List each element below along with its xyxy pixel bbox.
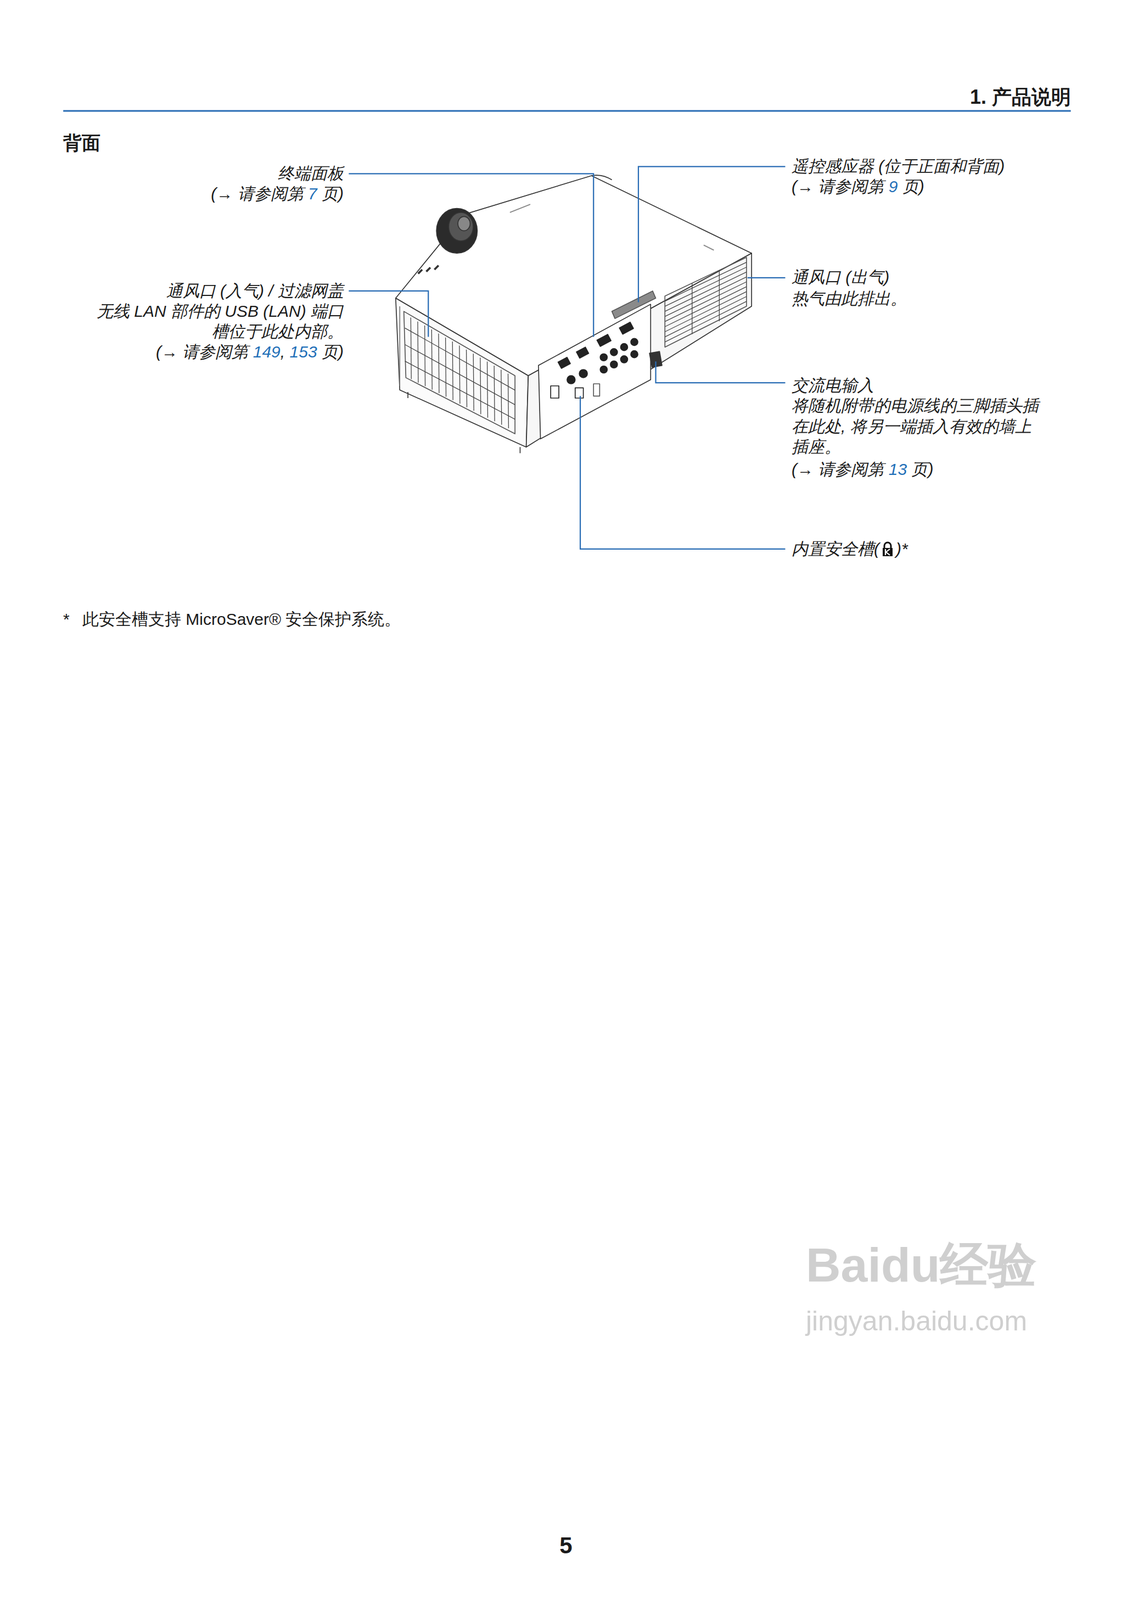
- vent-slat: [719, 270, 720, 322]
- text-row: 将随机附带的电源线的三脚插头插: [791, 395, 1039, 416]
- label-text: 通风口 (出气): [791, 267, 890, 288]
- text-row: 背面: [63, 131, 101, 155]
- vent-slat: [664, 266, 747, 306]
- text-row: 内置安全槽( )*: [791, 539, 908, 559]
- text-row: 在此处, 将另一端插入有效的墙上: [791, 416, 1032, 437]
- header-rule: [63, 110, 1071, 112]
- label-text: 在此处, 将另一端插入有效的墙上: [791, 416, 1032, 437]
- text-row: (→ 请参阅第7页): [210, 183, 344, 204]
- text-row: 1. 产品说明: [969, 85, 1071, 109]
- text-row: 槽位于此处内部。: [211, 321, 344, 342]
- label-text: 页): [911, 459, 934, 480]
- label-text: 此安全槽支持 MicroSaver® 安全保护系统。: [82, 609, 401, 630]
- text-row: 通风口 (出气): [791, 267, 890, 288]
- vent-slat: [664, 291, 747, 332]
- text-row: jingyan.baidu.com: [805, 1304, 1028, 1338]
- lock-icon: [881, 541, 894, 557]
- label-text: 终端面板: [277, 163, 344, 184]
- vent-slat: [664, 262, 747, 302]
- label-text: 通风口 (入气) / 过滤网盖: [166, 281, 344, 301]
- label-text: (→ 请参阅第: [791, 459, 884, 480]
- label-text: 槽位于此处内部。: [211, 321, 344, 342]
- label-text: 将随机附带的电源线的三脚插头插: [791, 395, 1039, 416]
- text-row: 热气由此排出。: [791, 288, 907, 309]
- text-row: *: [63, 609, 70, 630]
- text-row: Baidu经验: [805, 1235, 1037, 1294]
- label-text: ,: [280, 341, 285, 362]
- text-row: 交流电输入: [791, 375, 874, 396]
- label-text: Baidu经验: [805, 1235, 1037, 1294]
- label-text: 页): [321, 341, 344, 362]
- label-text: 页): [321, 183, 344, 204]
- text-row: 遥控感应器 (位于正面和背面): [791, 156, 1005, 177]
- text-row: (→ 请参阅第13页): [791, 459, 934, 480]
- label-text: 无线 LAN 部件的 USB (LAN) 端口: [96, 301, 344, 322]
- page-reference: 7: [307, 183, 318, 204]
- label-text: 背面: [63, 131, 101, 155]
- label-text: 插座。: [791, 436, 841, 457]
- page-reference: 149: [253, 341, 281, 362]
- vent-slat: [664, 281, 747, 322]
- label-text: 内置安全槽(: [791, 539, 880, 559]
- label-text: (→ 请参阅第: [791, 176, 884, 197]
- vent-slat: [664, 301, 747, 342]
- text-row: 通风口 (入气) / 过滤网盖: [166, 281, 344, 301]
- text-row: 无线 LAN 部件的 USB (LAN) 端口: [96, 301, 344, 322]
- vent-slat: [664, 286, 747, 327]
- text-row: 终端面板: [277, 163, 344, 184]
- vent-slat: [664, 276, 747, 317]
- page-reference: 13: [888, 459, 907, 480]
- label-text: *: [63, 609, 70, 630]
- vent-slat: [664, 296, 747, 338]
- label-text: 5: [559, 1531, 572, 1559]
- page-reference: 9: [888, 176, 899, 197]
- vent-slat: [405, 344, 516, 405]
- text-row: 5: [559, 1531, 572, 1559]
- label-text: 交流电输入: [791, 375, 874, 396]
- label-text: 页): [902, 176, 925, 197]
- text-row: 此安全槽支持 MicroSaver® 安全保护系统。: [82, 609, 401, 630]
- label-text: )*: [895, 539, 908, 559]
- label-text: (→ 请参阅第: [210, 183, 304, 204]
- text-row: (→ 请参阅第9页): [791, 176, 925, 197]
- vent-slat: [664, 271, 747, 312]
- vent-slat: [405, 361, 516, 420]
- text-row: 插座。: [791, 436, 841, 457]
- projector-body: [395, 175, 752, 453]
- terminal-connectors: [550, 322, 638, 398]
- vent-slat: [405, 327, 516, 390]
- text-row: (→ 请参阅第149,153页): [155, 341, 344, 362]
- label-text: 遥控感应器 (位于正面和背面): [791, 156, 1005, 177]
- page-reference: 153: [289, 341, 318, 362]
- vent-slat: [691, 283, 693, 335]
- leader-lines: [348, 166, 785, 549]
- label-text: 热气由此排出。: [791, 288, 907, 309]
- label-text: 1. 产品说明: [969, 85, 1071, 109]
- label-text: jingyan.baidu.com: [805, 1304, 1028, 1338]
- label-text: (→ 请参阅第: [155, 341, 249, 362]
